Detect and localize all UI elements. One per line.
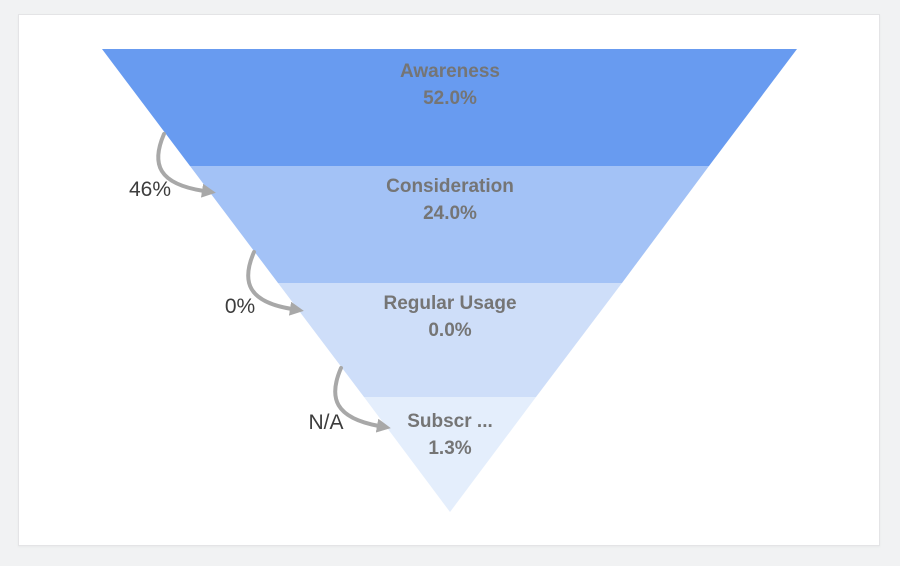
funnel-segment-awareness[interactable] xyxy=(102,49,797,166)
stage-value-subscription: 1.3% xyxy=(428,438,471,459)
stage-value-awareness: 52.0% xyxy=(423,88,477,109)
stage-value-regular-usage: 0.0% xyxy=(428,320,471,341)
funnel-segment-subscription[interactable] xyxy=(364,397,536,512)
conversion-rate-label: N/A xyxy=(308,411,343,434)
stage-value-consideration: 24.0% xyxy=(423,203,477,224)
stage-label-subscription: Subscr ... xyxy=(407,411,493,432)
conversion-rate-label: 46% xyxy=(129,178,171,201)
stage-label-regular-usage: Regular Usage xyxy=(383,293,516,314)
funnel-segment-regular-usage[interactable] xyxy=(278,283,622,397)
conversion-rate-label: 0% xyxy=(225,295,255,318)
conversion-arrow-1 xyxy=(156,132,216,198)
conversion-arrow-3 xyxy=(333,366,391,433)
stage-label-awareness: Awareness xyxy=(400,61,500,82)
stage-label-consideration: Consideration xyxy=(386,176,514,197)
conversion-arrow-2 xyxy=(246,250,304,316)
funnel-segment-consideration[interactable] xyxy=(190,166,709,283)
